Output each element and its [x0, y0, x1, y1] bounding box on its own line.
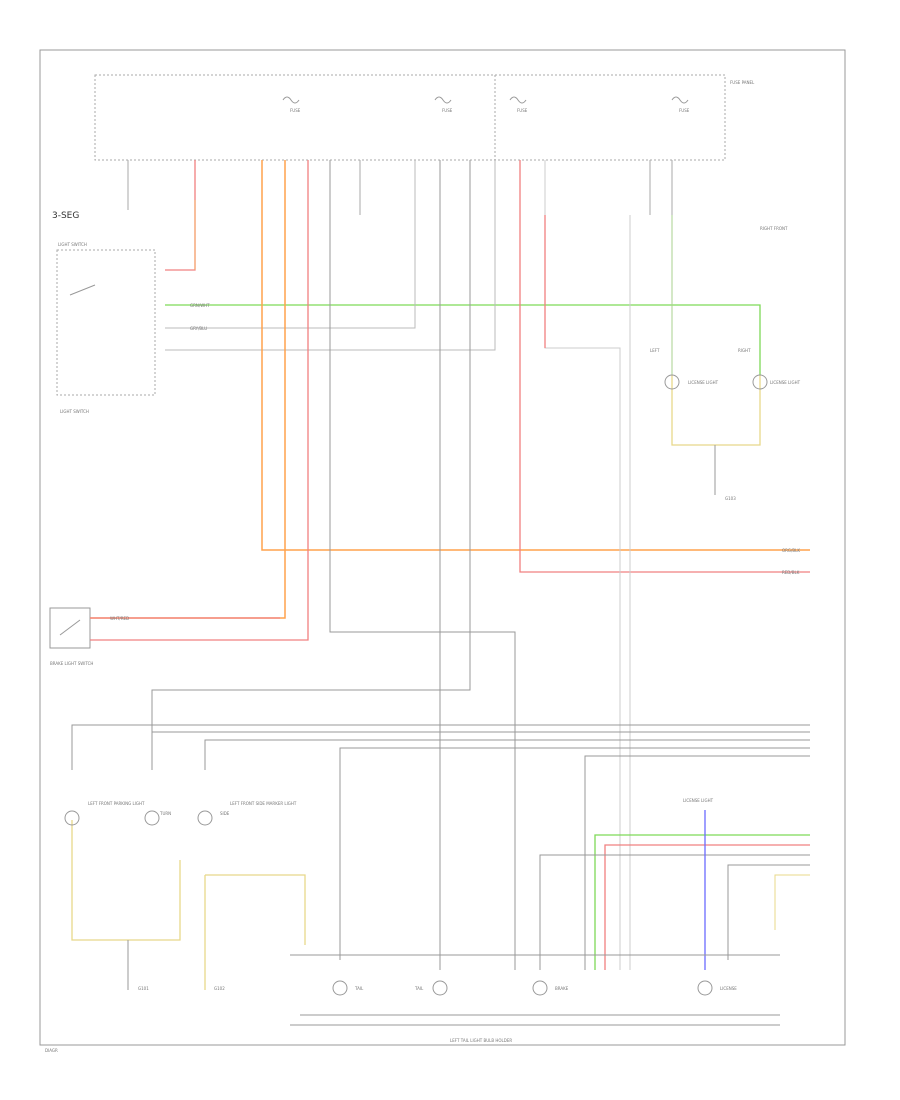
tail-lamp-1 — [332, 980, 348, 996]
brake-switch-label: BRAKE LIGHT SWITCH — [50, 661, 93, 666]
wire-gray-3 — [329, 160, 516, 970]
fuse-4: FUSE — [671, 96, 690, 113]
wire-red-brake-2 — [90, 160, 309, 641]
bus-lines-upper — [71, 724, 810, 970]
tail-lamp-label-2: TAIL — [414, 986, 424, 991]
diagram-code: 3-SEG — [52, 211, 79, 221]
light-switch-contact — [69, 284, 96, 296]
wire-label-gray: GRY/BLU — [190, 326, 207, 331]
wire-gray-lower-1 — [539, 854, 810, 970]
side-marker-label: SIDE — [220, 811, 230, 816]
brake-switch-contact — [59, 619, 81, 636]
license-lamp-label: LICENSE — [720, 986, 737, 991]
fuse-3: FUSE — [509, 96, 528, 113]
wire-gray-5 — [151, 160, 471, 770]
left-front-turn-lamp — [144, 810, 160, 826]
brake-lamp-label: BRAKE — [555, 986, 569, 991]
wire-green-main — [165, 304, 761, 375]
right-front-label: RIGHT FRONT — [760, 226, 788, 231]
fuse-panel-box — [94, 74, 726, 161]
left-lamp-label: LEFT — [650, 348, 660, 353]
wire-red-lower — [604, 844, 810, 970]
right-lamp-label: RIGHT — [738, 348, 751, 353]
wire-red-to-gray — [544, 160, 621, 970]
light-switch-label: LIGHT SWITCH — [60, 409, 89, 414]
svg-text:FUSE: FUSE — [679, 108, 690, 113]
wire-orange-long — [261, 160, 810, 551]
wire-label-orange: ORG/BLK — [782, 548, 800, 553]
fuse-panel-terminals — [127, 160, 673, 215]
wire-gray-1 — [165, 160, 416, 329]
wire-label-brake: WHT/RED — [110, 616, 129, 621]
light-switch-box — [56, 249, 156, 396]
left-license-lamp — [664, 374, 680, 390]
wire-orange-brake — [90, 160, 286, 619]
wire-red-switch-feed — [165, 160, 196, 271]
svg-text:FUSE: FUSE — [517, 108, 528, 113]
fuse-2: FUSE — [434, 96, 453, 113]
left-front-side-label: LEFT FRONT SIDE MARKER LIGHT — [230, 801, 297, 806]
license-light-label-left: LICENSE LIGHT — [688, 380, 719, 385]
wire-yellow-lower — [774, 874, 810, 930]
wire-yellow-right-ground — [671, 375, 761, 446]
svg-text:FUSE: FUSE — [442, 108, 453, 113]
front-ground-label: G101 — [138, 986, 149, 991]
brake-switch-box — [49, 607, 91, 649]
wire-gray-lower-2 — [727, 864, 810, 960]
license-lamp — [697, 980, 713, 996]
left-tail-assy-label: LEFT TAIL LIGHT BULB HOLDER — [450, 1038, 512, 1043]
wire-yellow-rear-ground — [204, 874, 306, 990]
rear-ground-label: G102 — [214, 986, 225, 991]
wire-gray-2 — [165, 160, 496, 351]
wire-red-long — [519, 160, 810, 573]
wire-label-green: GRN/WHT — [190, 303, 210, 308]
svg-text:FUSE: FUSE — [290, 108, 301, 113]
left-front-parking-lamp — [64, 810, 80, 826]
right-license-lamp — [752, 374, 768, 390]
page-ref: DIAGR — [45, 1048, 58, 1053]
turn-lamp-label: TURN — [159, 811, 171, 816]
light-switch-top-label: LIGHT SWITCH — [58, 242, 87, 247]
tail-lamp-2 — [432, 980, 448, 996]
tail-light-label-1: TAIL — [354, 986, 364, 991]
wire-label-red: RED/BLK — [782, 570, 800, 575]
left-front-side-marker-lamp — [197, 810, 213, 826]
brake-lamp — [532, 980, 548, 996]
wire-yellow-front-ground — [71, 820, 181, 941]
diagram-frame — [39, 49, 846, 1046]
right-ground-label: G103 — [725, 496, 736, 501]
fuse-panel-label: FUSE PANEL — [730, 80, 755, 85]
fuse-1: FUSE — [282, 96, 301, 113]
license-connector-label: LICENSE LIGHT — [683, 798, 714, 803]
license-light-label-right: LICENSE LIGHT — [770, 380, 801, 385]
left-front-lamp-label: LEFT FRONT PARKING LIGHT — [88, 801, 145, 806]
wire-green-lower — [594, 834, 810, 970]
